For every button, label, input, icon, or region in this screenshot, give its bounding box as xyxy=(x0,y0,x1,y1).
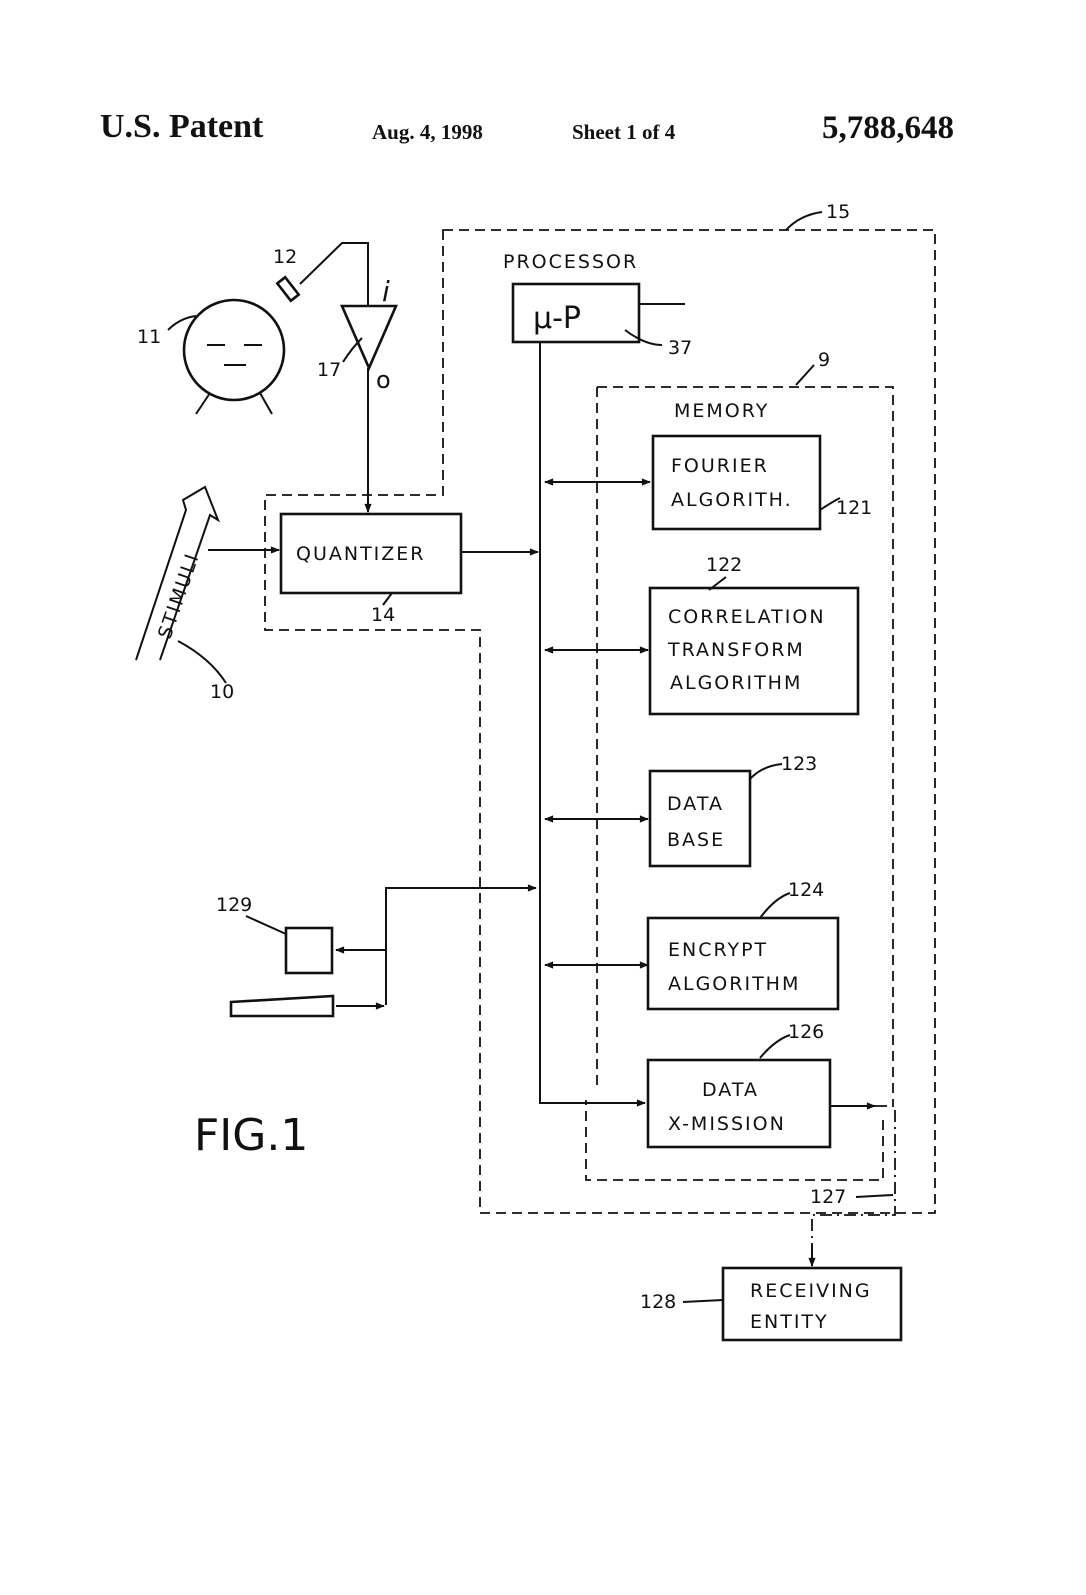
xmission-line-2: X-MISSION xyxy=(668,1113,786,1135)
ref-11: 11 xyxy=(137,326,161,348)
encrypt-line-1: ENCRYPT xyxy=(668,939,768,961)
leader-122 xyxy=(708,576,727,591)
leader-15 xyxy=(785,211,823,231)
amplifier-triangle xyxy=(340,304,398,372)
sheet-number: Sheet 1 of 4 xyxy=(572,120,676,144)
receiving-line-1: RECEIVING xyxy=(750,1280,872,1302)
ref-126: 126 xyxy=(788,1021,824,1043)
peripheral-link xyxy=(385,884,537,1005)
stimuli-label: STIMULI xyxy=(154,550,204,642)
correlation-line-1: CORRELATION xyxy=(668,606,826,628)
fourier-box xyxy=(651,434,822,531)
ref-122: 122 xyxy=(706,554,742,576)
transmission-link xyxy=(811,1105,896,1262)
ref-124: 124 xyxy=(788,879,824,901)
leader-127 xyxy=(855,1194,894,1198)
ref-12: 12 xyxy=(273,246,297,268)
memory-label: MEMORY xyxy=(674,400,769,422)
ref-129: 129 xyxy=(216,894,252,916)
receiving-line-2: ENTITY xyxy=(750,1311,829,1333)
leader-14 xyxy=(382,592,393,606)
microprocessor-box xyxy=(511,282,641,344)
encrypt-box xyxy=(646,916,840,1011)
leader-37 xyxy=(624,329,663,346)
correlation-line-2: TRANSFORM xyxy=(667,639,805,661)
leader-129 xyxy=(245,915,287,935)
correlation-line-3: ALGORITHM xyxy=(670,672,802,694)
fourier-line-2: ALGORITH. xyxy=(671,489,793,511)
database-box xyxy=(648,769,752,868)
ref-123: 123 xyxy=(781,753,817,775)
ref-10: 10 xyxy=(210,681,234,703)
ref-14: 14 xyxy=(371,604,395,626)
microprocessor-label: μ-P xyxy=(533,301,581,336)
ref-127: 127 xyxy=(810,1186,846,1208)
leader-126 xyxy=(759,1034,791,1059)
person-head xyxy=(182,298,286,402)
sensor-wire xyxy=(299,242,369,305)
figure-label: FIG.1 xyxy=(194,1110,308,1161)
leader-128 xyxy=(682,1299,724,1303)
processor-enclosure xyxy=(264,229,936,1214)
xmission-line-1: DATA xyxy=(702,1079,759,1101)
amplifier-output-label: o xyxy=(376,366,391,394)
leader-124 xyxy=(759,892,791,919)
peripheral-device-box xyxy=(284,926,334,975)
ref-128: 128 xyxy=(640,1291,676,1313)
person-face xyxy=(207,344,262,366)
ref-15: 15 xyxy=(826,201,850,223)
encrypt-line-2: ALGORITHM xyxy=(668,973,800,995)
leader-123 xyxy=(749,763,783,780)
database-line-2: BASE xyxy=(667,829,725,851)
ref-17: 17 xyxy=(317,359,341,381)
fourier-line-1: FOURIER xyxy=(671,455,769,477)
stimuli-arrow xyxy=(135,485,221,661)
xmission-box xyxy=(646,1058,832,1149)
processor-label: PROCESSOR xyxy=(503,251,638,273)
leader-17 xyxy=(342,337,363,363)
patent-number: 5,788,648 xyxy=(822,110,954,146)
leader-10 xyxy=(177,640,227,684)
person-shoulders xyxy=(195,392,273,415)
receiving-entity-box xyxy=(721,1266,903,1342)
quantizer-label: QUANTIZER xyxy=(296,543,426,565)
ref-121: 121 xyxy=(836,497,872,519)
leader-11 xyxy=(167,315,197,331)
ref-9: 9 xyxy=(818,349,830,371)
amplifier-input-label: i xyxy=(382,275,390,308)
leader-9 xyxy=(795,364,815,386)
database-line-1: DATA xyxy=(667,793,724,815)
ref-37: 37 xyxy=(668,337,692,359)
memory-enclosure xyxy=(585,386,894,1181)
quantizer-box xyxy=(279,512,463,595)
peripheral-input-device xyxy=(229,994,335,1018)
patent-label: U.S. Patent xyxy=(100,108,264,145)
correlation-box xyxy=(648,586,860,716)
leader-121 xyxy=(819,497,841,511)
sensor-electrode xyxy=(275,275,301,303)
data-bus xyxy=(539,342,646,1107)
patent-date: Aug. 4, 1998 xyxy=(372,120,483,144)
